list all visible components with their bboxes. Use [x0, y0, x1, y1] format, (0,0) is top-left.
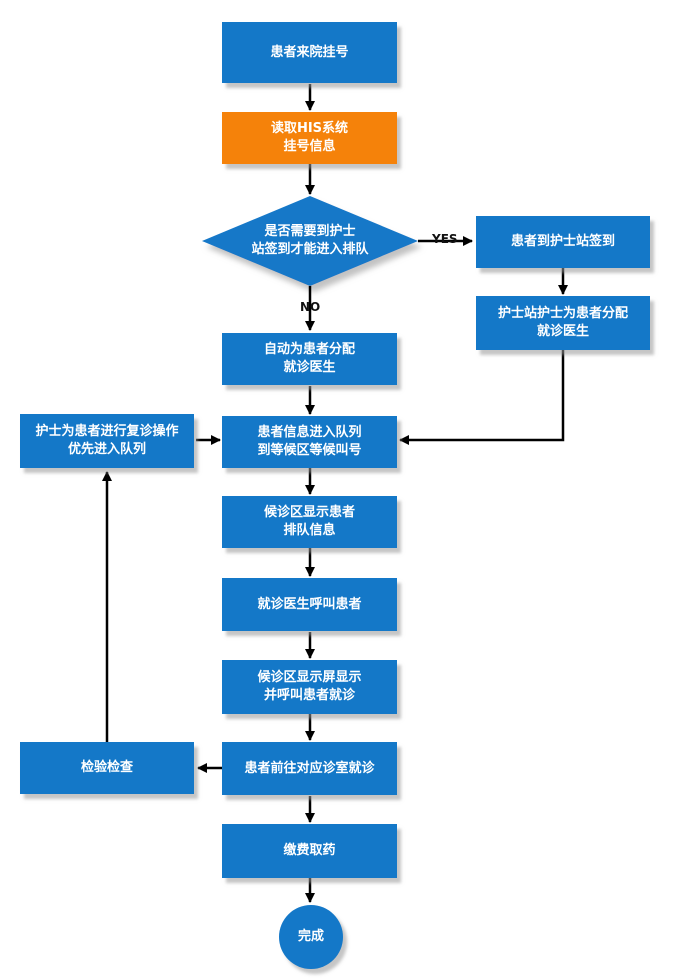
node-go-clinic: 患者前往对应诊室就诊 — [222, 742, 397, 795]
node-done: 完成 — [279, 905, 343, 969]
node-read-his: 读取HIS系统 挂号信息 — [222, 112, 397, 164]
node-register: 患者来院挂号 — [222, 22, 397, 83]
node-nurse-checkin: 患者到护士站签到 — [476, 216, 650, 268]
node-pay: 缴费取药 — [222, 824, 397, 878]
node-queue: 患者信息进入队列 到等候区等候叫号 — [222, 416, 397, 468]
node-revisit: 护士为患者进行复诊操作 优先进入队列 — [20, 414, 194, 468]
node-doctor-call: 就诊医生呼叫患者 — [222, 578, 397, 631]
node-screen-call: 候诊区显示屏显示 并呼叫患者就诊 — [222, 660, 397, 714]
edge-label-no: NO — [300, 300, 321, 314]
node-decision-label: 是否需要到护士 站签到才能进入排队 — [251, 224, 369, 257]
node-exam: 检验检查 — [20, 742, 194, 794]
node-auto-assign: 自动为患者分配 就诊医生 — [222, 333, 397, 385]
node-nurse-assign: 护士站护士为患者分配 就诊医生 — [476, 296, 650, 350]
node-display-info: 候诊区显示患者 排队信息 — [222, 496, 397, 548]
edge-label-yes: YES — [432, 232, 458, 246]
decision-diamond — [202, 196, 418, 286]
edge-assign-to-queue — [399, 350, 565, 445]
